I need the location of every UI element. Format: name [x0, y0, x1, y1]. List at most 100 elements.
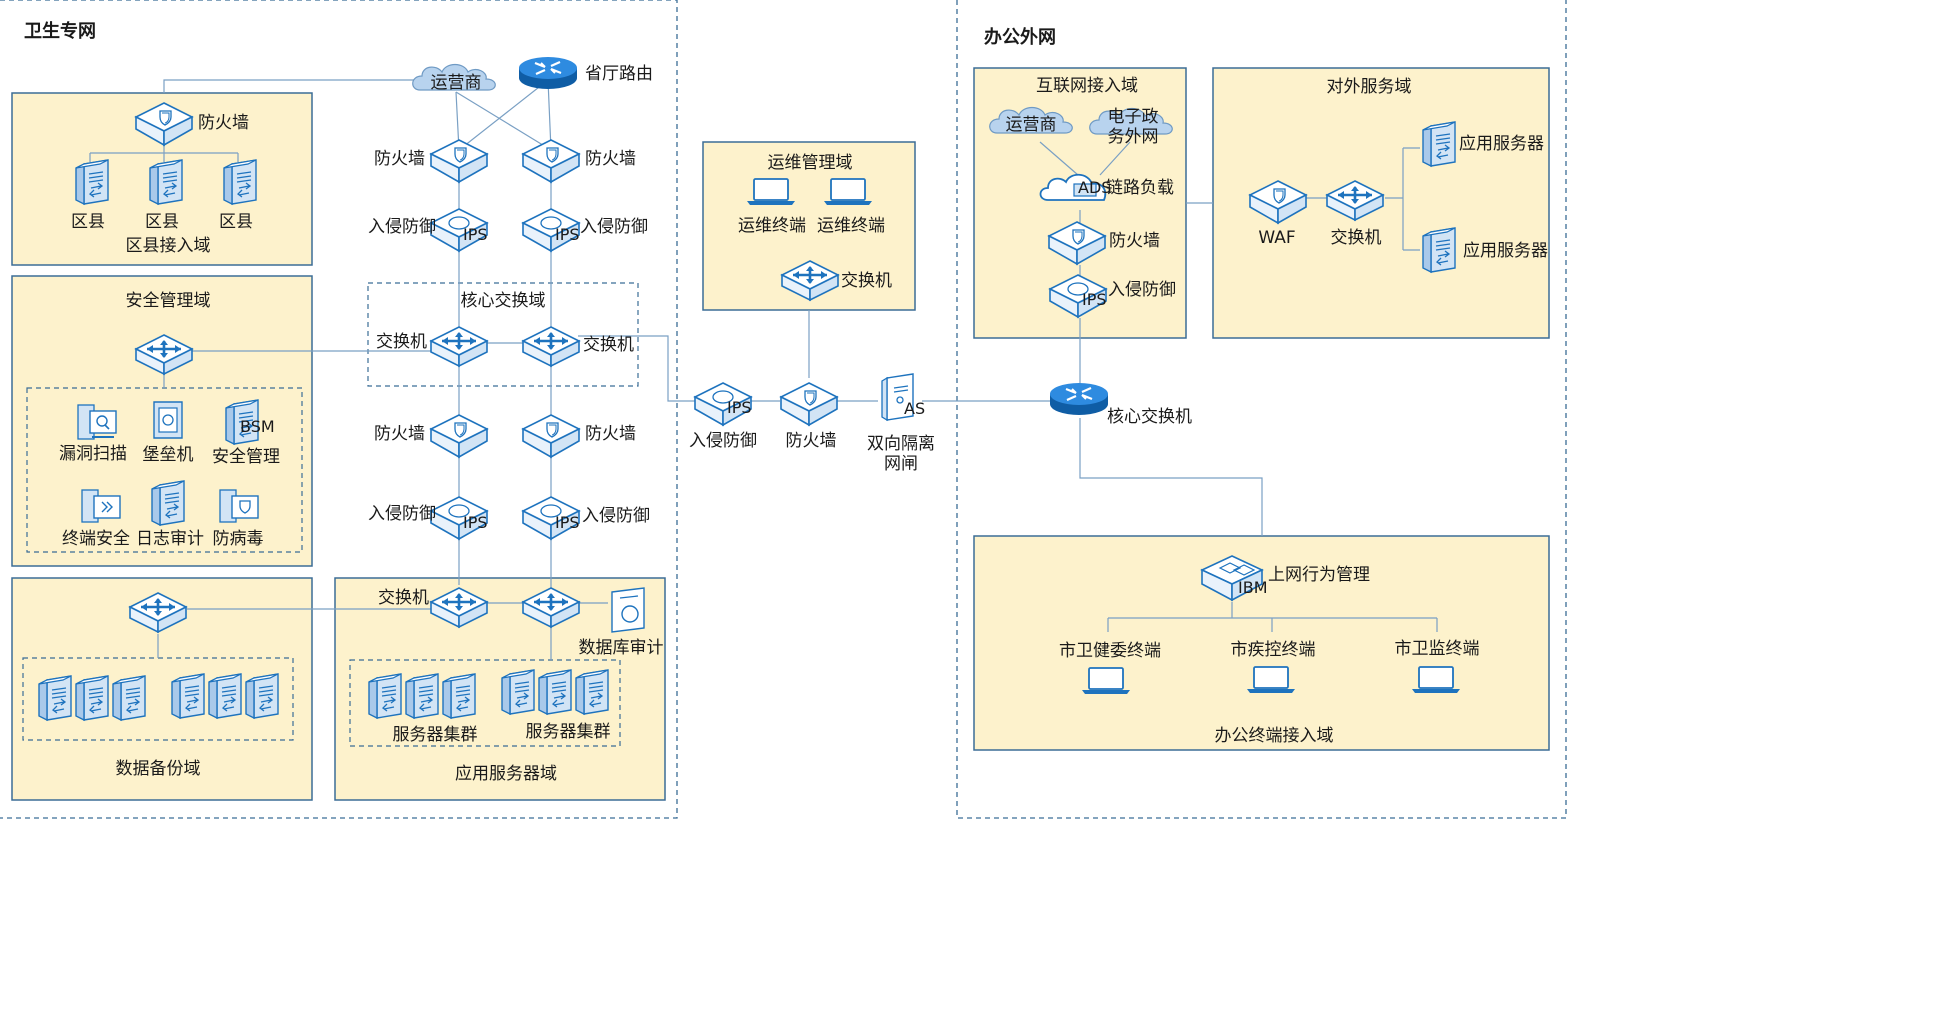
- health-net-title: 卫生专网: [24, 20, 96, 42]
- server-icon: [405, 673, 439, 719]
- cdc-terminal-label: 市疾控终端: [1231, 640, 1316, 660]
- firewall-icon: [523, 140, 579, 182]
- server-icon: [442, 673, 476, 719]
- app-server-cluster-group: [349, 659, 621, 747]
- server-icon: [575, 669, 609, 715]
- laptop-icon: [1246, 666, 1296, 694]
- external-service-domain-title: 对外服务域: [1327, 77, 1412, 97]
- switch-label: 交换机: [378, 588, 429, 608]
- core-switch-router-icon: [1048, 381, 1110, 417]
- ops-terminal-label: 运维终端: [817, 216, 885, 236]
- security-manage-label: 安全管理: [212, 447, 280, 467]
- switch-label: 交换机: [841, 271, 892, 291]
- firewall-icon: [781, 383, 837, 425]
- isolation-gate-label-2: 网闸: [884, 454, 918, 474]
- server-icon: [75, 159, 109, 205]
- ops-mgmt-domain-title: 运维管理域: [768, 153, 853, 173]
- ips-icon-text: IPS: [463, 225, 488, 244]
- server-icon: [538, 669, 572, 715]
- app-server-label: 应用服务器: [1459, 134, 1544, 154]
- office-terminal-domain-title: 办公终端接入域: [1215, 726, 1334, 746]
- city-health-terminal-label: 市卫健委终端: [1059, 641, 1161, 661]
- server-icon: [149, 159, 183, 205]
- laptop-icon: [1081, 667, 1131, 695]
- laptop-icon: [746, 178, 796, 206]
- internet-access-domain-title: 互联网接入域: [1036, 76, 1138, 96]
- carrier-label: 运营商: [1006, 115, 1057, 135]
- firewall-label: 防火墙: [374, 424, 425, 444]
- ips-label: 入侵防御: [368, 217, 436, 237]
- server-cluster-label: 服务器集群: [393, 725, 478, 745]
- county-access-domain-title: 区县接入域: [126, 236, 211, 256]
- ips-icon-text: IPS: [727, 398, 752, 417]
- laptop-icon: [823, 178, 873, 206]
- firewall-label: 防火墙: [786, 431, 837, 451]
- network-topology-diagram: 卫生专网 办公外网: [0, 0, 1568, 820]
- app-server-label: 应用服务器: [1463, 241, 1548, 261]
- server-icon: [171, 673, 205, 719]
- firewall-label: 防火墙: [198, 113, 249, 133]
- firewall-icon: [431, 415, 487, 457]
- egov-label-1: 电子政: [1108, 107, 1159, 127]
- server-icon: [223, 159, 257, 205]
- bastion-label: 堡垒机: [143, 445, 194, 465]
- endpoint-security-label: 终端安全: [62, 529, 130, 549]
- switch-label: 交换机: [376, 332, 427, 352]
- app-server-icon: [1422, 227, 1456, 273]
- server-icon: [38, 675, 72, 721]
- switch-icon: [429, 325, 489, 368]
- office-net-title: 办公外网: [984, 26, 1056, 48]
- bastion-icon: [153, 401, 183, 439]
- server-icon: [208, 673, 242, 719]
- ips-icon-text: IPS: [555, 513, 580, 532]
- app-server-domain-title: 应用服务器域: [455, 764, 557, 784]
- ibm-icon-text: IBM: [1238, 578, 1268, 597]
- switch-label: 交换机: [1331, 228, 1382, 248]
- connection-lines: [89, 79, 1438, 660]
- carrier-label: 运营商: [431, 73, 482, 93]
- core-switch-label: 核心交换机: [1107, 407, 1192, 427]
- ips-icon-text: IPS: [555, 225, 580, 244]
- server-icon: [245, 673, 279, 719]
- vuln-scan-label: 漏洞扫描: [59, 444, 127, 464]
- firewall-label: 防火墙: [374, 149, 425, 169]
- ips-icon-text: IPS: [1082, 290, 1107, 309]
- firewall-label: 防火墙: [585, 424, 636, 444]
- office-net-zone: [956, 0, 1567, 819]
- log-audit-label: 日志审计: [136, 529, 204, 549]
- laptop-icon: [1411, 666, 1461, 694]
- ips-label: 入侵防御: [689, 431, 757, 451]
- supervision-terminal-label: 市卫监终端: [1395, 639, 1480, 659]
- ops-terminal-label: 运维终端: [738, 216, 806, 236]
- county-label: 区县: [71, 212, 105, 232]
- provincial-router-label: 省厅路由: [585, 64, 653, 84]
- county-label: 区县: [145, 212, 179, 232]
- core-switch-domain-title: 核心交换域: [461, 291, 546, 311]
- ips-label: 入侵防御: [1108, 280, 1176, 300]
- switch-icon: [521, 325, 581, 368]
- server-icon: [75, 675, 109, 721]
- server-icon: [368, 673, 402, 719]
- waf-label: WAF: [1258, 228, 1295, 248]
- app-server-icon: [1422, 121, 1456, 167]
- firewall-label: 防火墙: [1109, 231, 1160, 251]
- county-label: 区县: [219, 212, 253, 232]
- ips-label: 入侵防御: [368, 504, 436, 524]
- online-behavior-mgmt-label: 上网行为管理: [1268, 565, 1370, 585]
- ads-icon-text: ADS: [1078, 178, 1111, 197]
- egov-label-2: 务外网: [1108, 127, 1159, 147]
- antivirus-label: 防病毒: [213, 529, 264, 549]
- ips-label: 入侵防御: [580, 217, 648, 237]
- switch-label: 交换机: [583, 335, 634, 355]
- firewall-icon: [431, 140, 487, 182]
- server-icon: [501, 669, 535, 715]
- db-audit-label: 数据库审计: [579, 638, 664, 658]
- data-backup-domain-title: 数据备份域: [116, 759, 201, 779]
- ips-icon-text: IPS: [463, 513, 488, 532]
- log-audit-icon: [151, 480, 185, 526]
- firewall-label: 防火墙: [585, 149, 636, 169]
- core-switch-domain-box: [367, 282, 639, 387]
- server-cluster-label: 服务器集群: [526, 722, 611, 742]
- firewall-icon: [523, 415, 579, 457]
- ips-label: 入侵防御: [582, 506, 650, 526]
